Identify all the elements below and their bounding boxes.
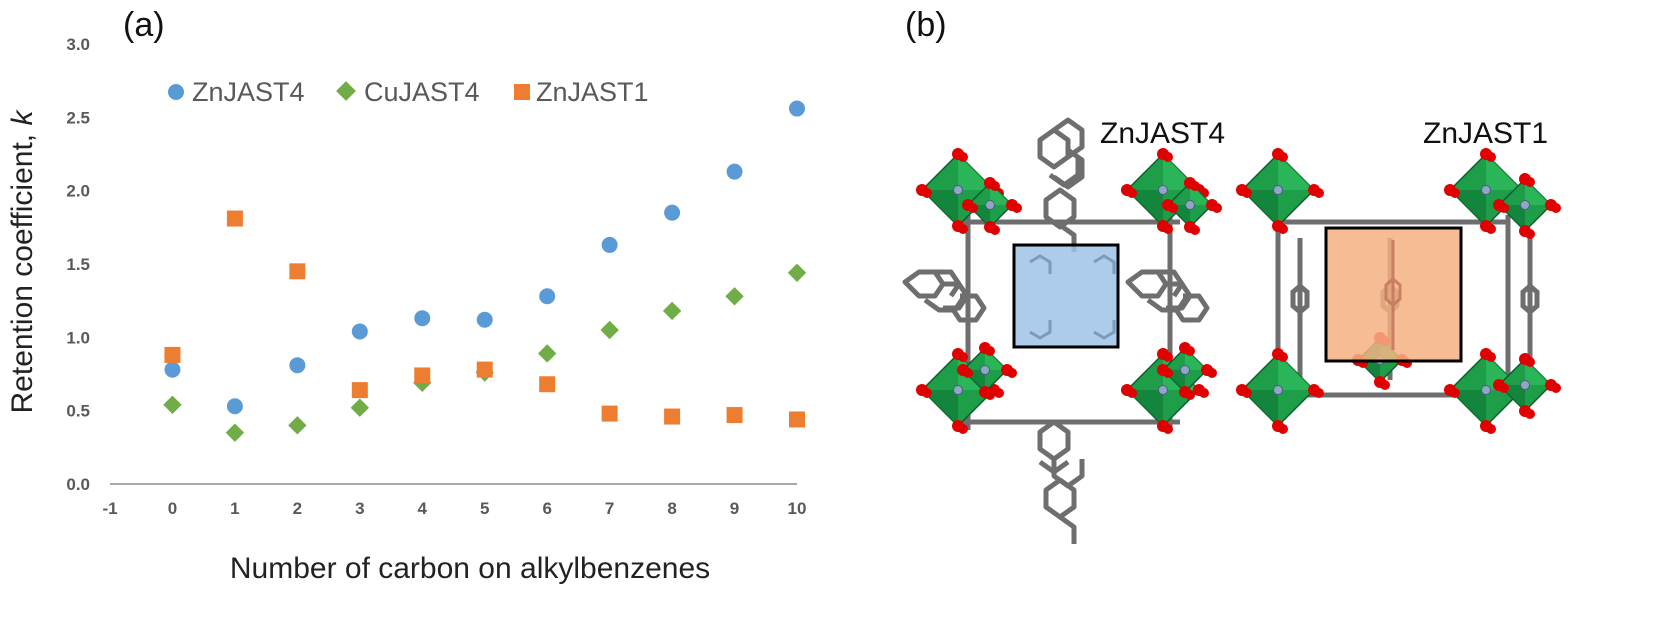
structure-znjast4: ZnJAST4 (902, 117, 1225, 544)
data-point-znjast4 (664, 204, 681, 221)
data-point-znjast1 (726, 407, 743, 424)
data-point-znjast4 (539, 288, 556, 305)
data-point-cujast4 (225, 423, 245, 442)
y-tick-label: 2.0 (66, 182, 90, 201)
legend-marker-znjast1 (514, 84, 530, 100)
organic-linkers (902, 117, 1210, 544)
data-point-znjast4 (601, 236, 618, 253)
pore-window-znjast4 (1012, 243, 1120, 349)
data-point-znjast1 (789, 411, 805, 428)
data-point-znjast1 (664, 408, 681, 425)
metal-node (962, 177, 1022, 235)
scatter-plot: -1 0 1 2 3 4 5 6 7 8 9 10 0.0 0.5 1.0 1.5 2.0 2.5 3.0 (66, 35, 806, 518)
data-point-znjast4 (789, 100, 805, 117)
data-point-cujast4 (662, 301, 682, 321)
x-axis-title: Number of carbon on alkylbenzenes (230, 552, 710, 585)
data-point-znjast4 (726, 163, 743, 180)
data-point-znjast1 (289, 263, 306, 280)
x-tick-label: -1 (102, 499, 117, 518)
x-tick-label: 6 (542, 499, 551, 518)
x-tick-label: 2 (293, 499, 302, 518)
x-tick-label: 10 (788, 499, 807, 518)
data-point-znjast1 (601, 405, 618, 422)
legend: ZnJAST4 CuJAST4 ZnJAST1 (168, 77, 649, 107)
metal-node (1493, 173, 1561, 239)
x-tick-label: 9 (730, 499, 739, 518)
data-point-cujast4 (600, 320, 619, 340)
data-point-cujast4 (163, 395, 182, 414)
data-point-cujast4 (725, 287, 744, 306)
x-tick-labels: -1 0 1 2 3 4 5 6 7 8 9 10 (102, 499, 806, 518)
metal-node (1236, 148, 1324, 234)
data-point-znjast1 (476, 361, 493, 378)
legend-marker-znjast4 (168, 84, 184, 100)
data-point-znjast4 (164, 361, 181, 378)
y-tick-label: 1.5 (66, 255, 90, 274)
x-tick-label: 5 (480, 499, 489, 518)
data-point-znjast4 (351, 323, 368, 340)
metal-node (957, 342, 1017, 400)
data-point-znjast1 (164, 346, 181, 363)
data-point-znjast4 (414, 310, 431, 327)
metal-node (1157, 342, 1217, 400)
data-point-znjast1 (539, 376, 556, 393)
data-point-cujast4 (288, 416, 307, 435)
structure-znjast1: ZnJAST1 (1236, 117, 1561, 434)
x-tick-label: 1 (230, 499, 239, 518)
y-axis-title: Retention coefficient, k (6, 109, 39, 414)
data-point-cujast4 (350, 398, 370, 417)
data-point-cujast4 (787, 263, 807, 282)
metal-node (1493, 353, 1561, 419)
metal-node (1236, 348, 1324, 434)
y-tick-labels: 0.0 0.5 1.0 1.5 2.0 2.5 3.0 (66, 35, 90, 494)
structure-label-znjast4: ZnJAST4 (1100, 117, 1225, 150)
panel-a-label: (a) (123, 6, 165, 44)
y-tick-label: 0.5 (66, 402, 90, 421)
metal-nodes-znjast1 (1236, 148, 1561, 434)
x-tick-label: 3 (355, 499, 364, 518)
data-point-znjast1 (351, 382, 368, 399)
legend-label-znjast4: ZnJAST4 (192, 77, 305, 107)
y-tick-label: 1.0 (66, 328, 90, 347)
metal-nodes (916, 148, 1222, 434)
structure-label-znjast1: ZnJAST1 (1423, 117, 1548, 150)
x-tick-label: 4 (418, 499, 428, 518)
x-tick-label: 7 (605, 499, 614, 518)
y-tick-label: 0.0 (66, 475, 90, 494)
legend-label-znjast1: ZnJAST1 (536, 77, 649, 107)
data-point-znjast1 (414, 367, 431, 384)
legend-marker-cujast4 (336, 81, 356, 101)
legend-label-cujast4: CuJAST4 (364, 77, 480, 107)
data-point-znjast1 (226, 210, 243, 227)
metal-node (1162, 177, 1222, 235)
data-point-znjast4 (226, 398, 243, 415)
data-point-znjast4 (476, 311, 493, 328)
data-point-znjast4 (289, 357, 306, 374)
data-point-cujast4 (537, 344, 557, 363)
x-tick-label: 0 (168, 499, 177, 518)
y-tick-label: 2.5 (66, 108, 90, 127)
panel-b-label: (b) (905, 6, 947, 44)
data-points (163, 100, 807, 442)
metal-node (1444, 148, 1532, 234)
y-tick-label: 3.0 (66, 35, 90, 54)
x-tick-label: 8 (667, 499, 676, 518)
